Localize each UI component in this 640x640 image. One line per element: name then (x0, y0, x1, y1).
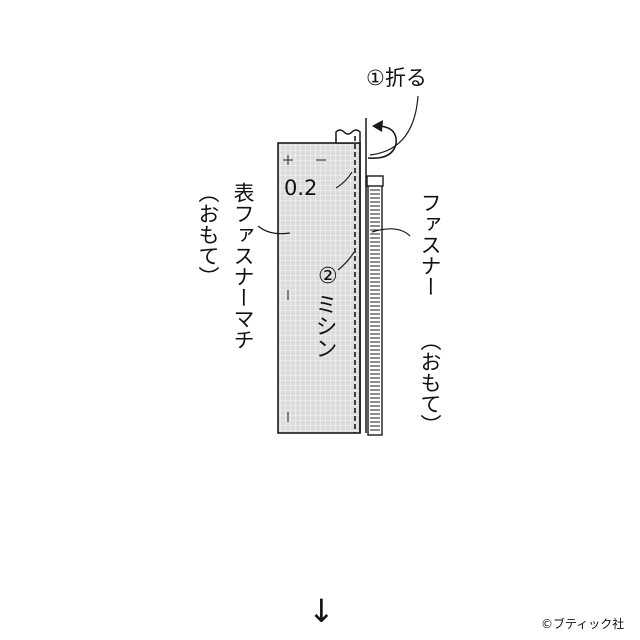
seam-allowance-leader-line (335, 171, 353, 189)
gusset-fabric (277, 142, 361, 434)
zipper-side-label: （おもて） (418, 330, 442, 435)
gusset-leader-line (257, 225, 291, 235)
seam-allowance-label: 0.2 (284, 176, 317, 200)
sew-step-number: ② (318, 264, 338, 289)
gusset-side-label: （おもて） (196, 182, 220, 287)
credit-label: ©ブティック社 (541, 616, 624, 631)
fold-arrow (367, 120, 397, 160)
next-step-arrow: ↓ (308, 592, 335, 630)
fold-leader-line (369, 95, 419, 156)
zipper (365, 118, 384, 436)
gusset-label: 表ファスナーマチ (231, 182, 255, 350)
fold-step-label: ①折る (366, 66, 427, 90)
sew-leader-line (337, 251, 355, 271)
sew-step-word: ミシン (312, 293, 337, 359)
folded-flap (335, 129, 361, 144)
zipper-label: ファスナー (418, 192, 442, 297)
zipper-leader-line (371, 228, 411, 237)
